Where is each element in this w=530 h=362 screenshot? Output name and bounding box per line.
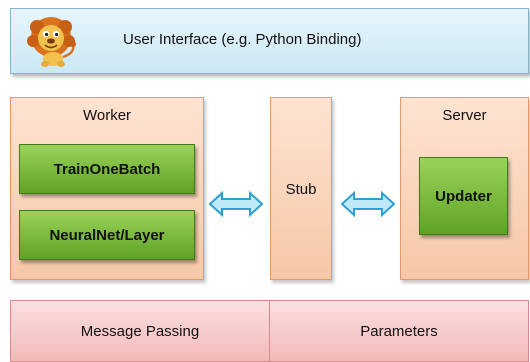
train-one-batch-box: TrainOneBatch <box>19 144 195 194</box>
stub-title: Stub <box>285 181 317 198</box>
bottom-layer-bar: Message Passing Parameters <box>10 300 529 362</box>
parameters-cell: Parameters <box>269 301 528 361</box>
server-panel: Server Updater <box>400 97 529 280</box>
updater-box: Updater <box>419 157 508 235</box>
server-title: Server <box>442 107 487 124</box>
stub-panel: Stub <box>270 97 332 280</box>
neuralnet-layer-box: NeuralNet/Layer <box>19 210 195 260</box>
lion-mascot-icon <box>27 17 76 67</box>
stub-server-double-arrow-icon <box>340 191 396 217</box>
user-interface-bar: User Interface (e.g. Python Binding) <box>10 8 529 74</box>
worker-panel: Worker TrainOneBatch NeuralNet/Layer <box>10 97 204 280</box>
message-passing-cell: Message Passing <box>80 322 200 340</box>
user-interface-title: User Interface (e.g. Python Binding) <box>123 31 362 48</box>
worker-stub-double-arrow-icon <box>208 191 264 217</box>
worker-title: Worker <box>82 107 132 124</box>
